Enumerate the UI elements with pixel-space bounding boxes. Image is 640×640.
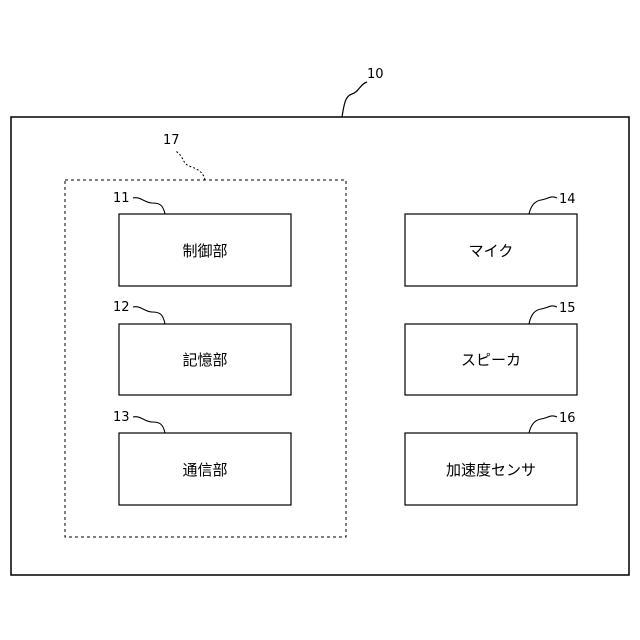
block-speaker-leader bbox=[529, 306, 557, 324]
block-control-unit-ref: 11 bbox=[113, 191, 130, 206]
device-frame bbox=[11, 117, 629, 575]
block-microphone-ref: 14 bbox=[559, 192, 576, 207]
block-accelerometer-ref: 16 bbox=[559, 411, 576, 426]
block-control-unit-leader bbox=[133, 198, 165, 214]
block-microphone-label: マイク bbox=[469, 242, 514, 260]
block-storage-unit-ref: 12 bbox=[113, 300, 130, 315]
block-microphone-leader bbox=[529, 197, 557, 214]
block-communication-unit-leader bbox=[133, 417, 165, 433]
block-control-unit-label: 制御部 bbox=[182, 242, 227, 260]
device-ref-number: 10 bbox=[367, 67, 384, 82]
block-storage-unit-label: 記憶部 bbox=[182, 351, 227, 369]
block-accelerometer-label: 加速度センサ bbox=[446, 461, 536, 479]
block-speaker-ref: 15 bbox=[559, 301, 576, 316]
device-leader-line bbox=[342, 82, 367, 117]
block-communication-unit-ref: 13 bbox=[113, 410, 130, 425]
block-communication-unit-label: 通信部 bbox=[182, 461, 227, 479]
block-storage-unit-leader bbox=[133, 307, 165, 324]
block-speaker-label: スピーカ bbox=[461, 351, 521, 369]
group-leader-line bbox=[175, 151, 205, 180]
block-accelerometer-leader bbox=[529, 416, 557, 433]
group-ref-number: 17 bbox=[163, 133, 180, 148]
